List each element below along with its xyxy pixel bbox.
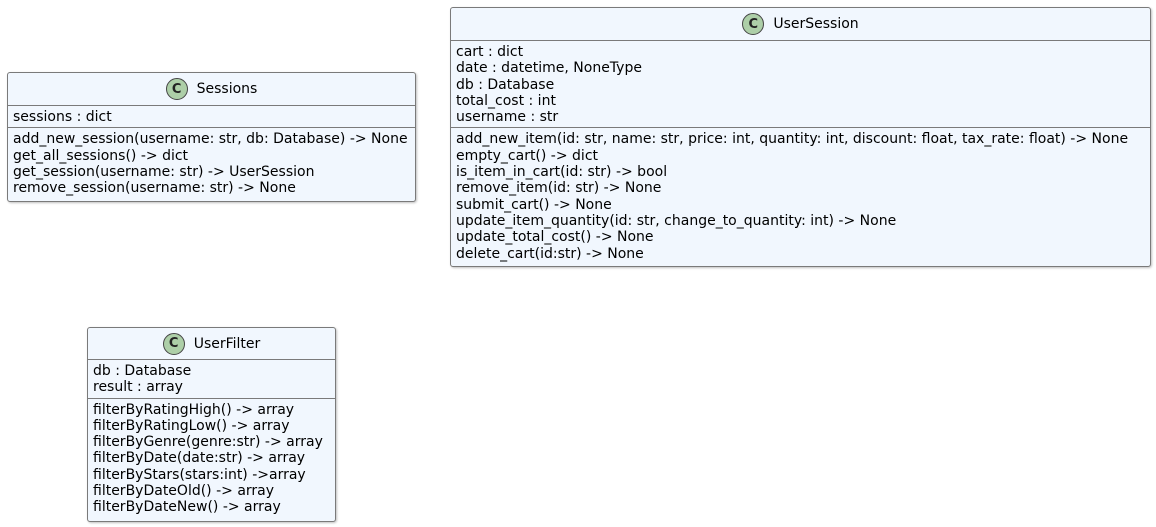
methods-section: filterByRatingHigh() -> array filterByRa… <box>88 399 335 518</box>
field: sessions : dict <box>13 109 112 125</box>
method: filterByDateNew() -> array <box>93 499 281 516</box>
methods-section: add_new_item(id: str, name: str, price: … <box>451 128 1150 263</box>
field: db : Database <box>456 76 555 93</box>
method: submit_cart() -> None <box>456 196 612 213</box>
field: db : Database <box>93 363 192 379</box>
method: update_total_cost() -> None <box>456 229 654 246</box>
class-icon: C <box>165 78 188 100</box>
class-icon: C <box>742 13 765 35</box>
class-header: C UserFilter <box>88 328 335 360</box>
method: add_new_session(username: str, db: Datab… <box>13 131 408 148</box>
method: filterByRatingHigh() -> array <box>93 401 295 418</box>
class-name: UserSession <box>773 16 859 32</box>
field: result : array <box>93 379 183 396</box>
fields-section: cart : dict date : datetime, NoneType db… <box>451 41 1150 129</box>
fields-section: sessions : dict <box>8 106 415 129</box>
method: remove_session(username: str) -> None <box>13 180 296 197</box>
method: filterByDateOld() -> array <box>93 483 275 500</box>
field: username : str <box>456 109 559 126</box>
method: remove_item(id: str) -> None <box>456 180 662 197</box>
field: total_cost : int <box>456 92 556 109</box>
field: cart : dict <box>456 44 524 60</box>
method: filterByGenre(genre:str) -> array <box>93 434 323 451</box>
methods-section: add_new_session(username: str, db: Datab… <box>8 128 415 198</box>
method: filterByStars(stars:int) ->array <box>93 466 306 483</box>
class-sessions[interactable]: C Sessions sessions : dict add_new_sessi… <box>7 72 416 202</box>
class-header: C Sessions <box>8 73 415 106</box>
class-user-filter[interactable]: C UserFilter db : Database result : arra… <box>87 327 336 522</box>
class-header: C UserSession <box>451 8 1150 41</box>
method: is_item_in_cart(id: str) -> bool <box>456 164 668 181</box>
fields-section: db : Database result : array <box>88 360 335 399</box>
class-icon: C <box>162 332 185 355</box>
field: date : datetime, NoneType <box>456 60 642 77</box>
class-name: Sessions <box>196 81 258 97</box>
method: filterByRatingLow() -> array <box>93 417 290 434</box>
method: get_session(username: str) -> UserSessio… <box>13 163 315 180</box>
class-name: UserFilter <box>193 335 261 352</box>
method: update_item_quantity(id: str, change_to_… <box>456 212 897 229</box>
method: empty_cart() -> dict <box>456 147 599 164</box>
class-user-session[interactable]: C UserSession cart : dict date : datetim… <box>450 7 1151 267</box>
method: delete_cart(id:str) -> None <box>456 245 644 262</box>
method: add_new_item(id: str, name: str, price: … <box>456 131 1129 148</box>
method: get_all_sessions() -> dict <box>13 147 189 164</box>
method: filterByDate(date:str) -> array <box>93 450 306 467</box>
